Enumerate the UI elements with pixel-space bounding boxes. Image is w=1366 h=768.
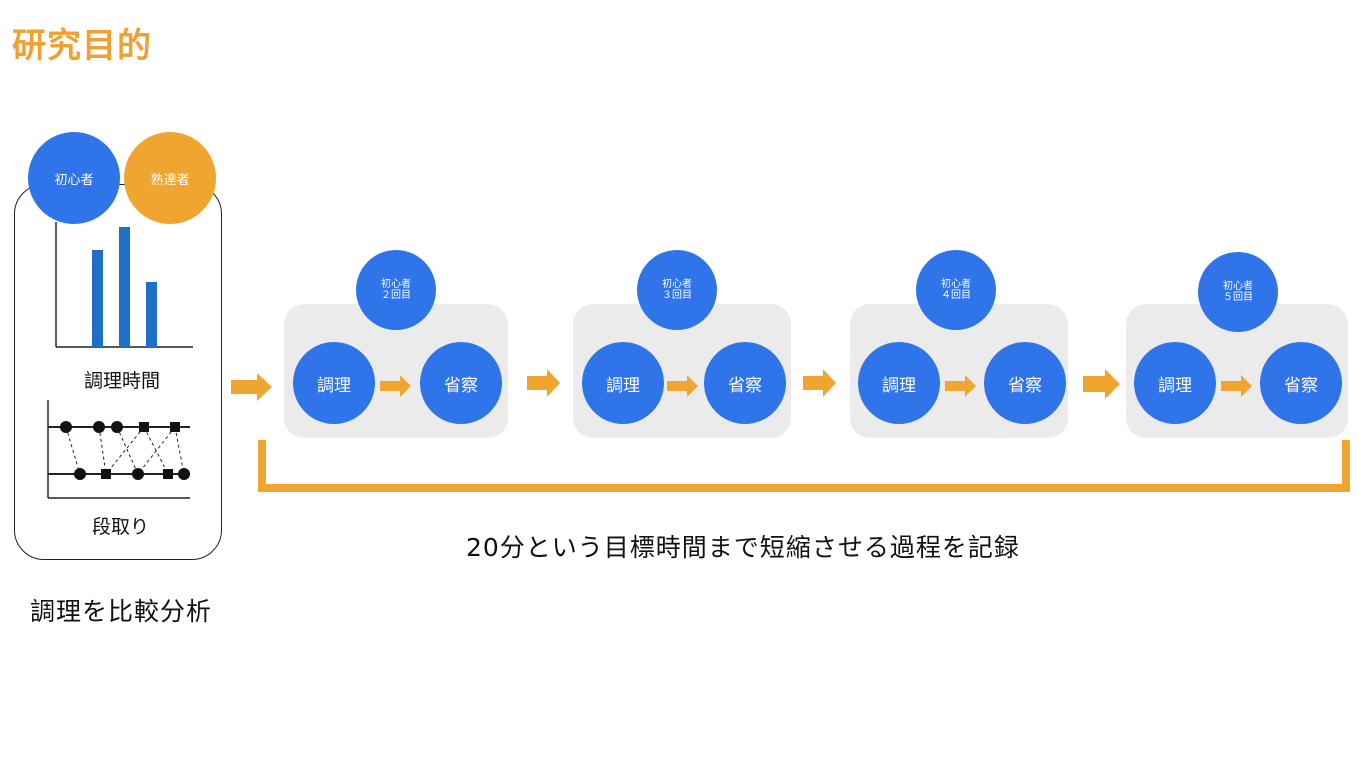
stage-beginner-circle: 初心者 ２回目 xyxy=(356,250,436,330)
cook-circle: 調理 xyxy=(858,342,940,424)
setup-dot xyxy=(93,421,105,433)
setup-diagram xyxy=(47,400,190,499)
expert-label: 熟達者 xyxy=(150,172,190,188)
reflect-label: 省察 xyxy=(728,375,762,396)
cook-label: 調理 xyxy=(606,375,640,396)
stage-label: 初心者 ３回目 xyxy=(662,279,692,301)
reflect-circle: 省察 xyxy=(704,342,786,424)
arrow-right-icon xyxy=(945,375,976,397)
setup-square xyxy=(170,422,180,432)
reflect-circle: 省察 xyxy=(984,342,1066,424)
stage-beginner-circle: 初心者 ４回目 xyxy=(916,250,996,330)
arrow-right-icon xyxy=(380,375,411,397)
reflect-label: 省察 xyxy=(1284,375,1318,396)
arrow-right-icon xyxy=(231,373,272,401)
setup-square xyxy=(163,469,173,479)
page-title: 研究目的 xyxy=(12,26,152,66)
arrow-right-icon xyxy=(803,369,836,397)
stage-label: 初心者 ２回目 xyxy=(381,279,411,301)
setup-links xyxy=(65,426,185,475)
stage-beginner-circle: 初心者 ５回目 xyxy=(1198,252,1278,332)
expert-circle: 熟達者 xyxy=(124,132,216,224)
beginner-label: 初心者 xyxy=(54,172,94,188)
chart-bar xyxy=(92,250,103,347)
stage-beginner-circle: 初心者 ３回目 xyxy=(637,250,717,330)
process-bracket xyxy=(258,440,1350,492)
setup-dot xyxy=(111,421,123,433)
cook-label: 調理 xyxy=(1158,375,1192,396)
chart-bar xyxy=(119,227,130,347)
setup-dot xyxy=(178,468,190,480)
cook-circle: 調理 xyxy=(1134,342,1216,424)
summary-caption: 調理を比較分析 xyxy=(30,597,213,626)
arrow-right-icon xyxy=(1083,369,1120,399)
cook-label: 調理 xyxy=(882,375,916,396)
beginner-circle: 初心者 xyxy=(28,132,120,224)
arrow-right-icon xyxy=(1221,375,1252,397)
cooking-time-caption: 調理時間 xyxy=(84,370,161,392)
reflect-circle: 省察 xyxy=(1260,342,1342,424)
setup-square xyxy=(139,422,149,432)
goal-text: 20分という目標時間まで短縮させる過程を記録 xyxy=(466,533,1020,562)
arrow-right-icon xyxy=(527,369,560,397)
reflect-circle: 省察 xyxy=(420,342,502,424)
cook-circle: 調理 xyxy=(293,342,375,424)
arrow-right-icon xyxy=(667,375,698,397)
setup-dot xyxy=(60,421,72,433)
setup-square xyxy=(101,469,111,479)
reflect-label: 省察 xyxy=(444,375,478,396)
setup-dot xyxy=(132,468,144,480)
stage-label: 初心者 ５回目 xyxy=(1223,281,1253,303)
setup-dot xyxy=(74,468,86,480)
reflect-label: 省察 xyxy=(1008,375,1042,396)
cooking-time-bar-chart xyxy=(55,222,193,348)
cook-circle: 調理 xyxy=(582,342,664,424)
cook-label: 調理 xyxy=(317,375,351,396)
chart-bar xyxy=(146,282,157,347)
stage-label: 初心者 ４回目 xyxy=(941,279,971,301)
setup-caption: 段取り xyxy=(92,516,150,538)
